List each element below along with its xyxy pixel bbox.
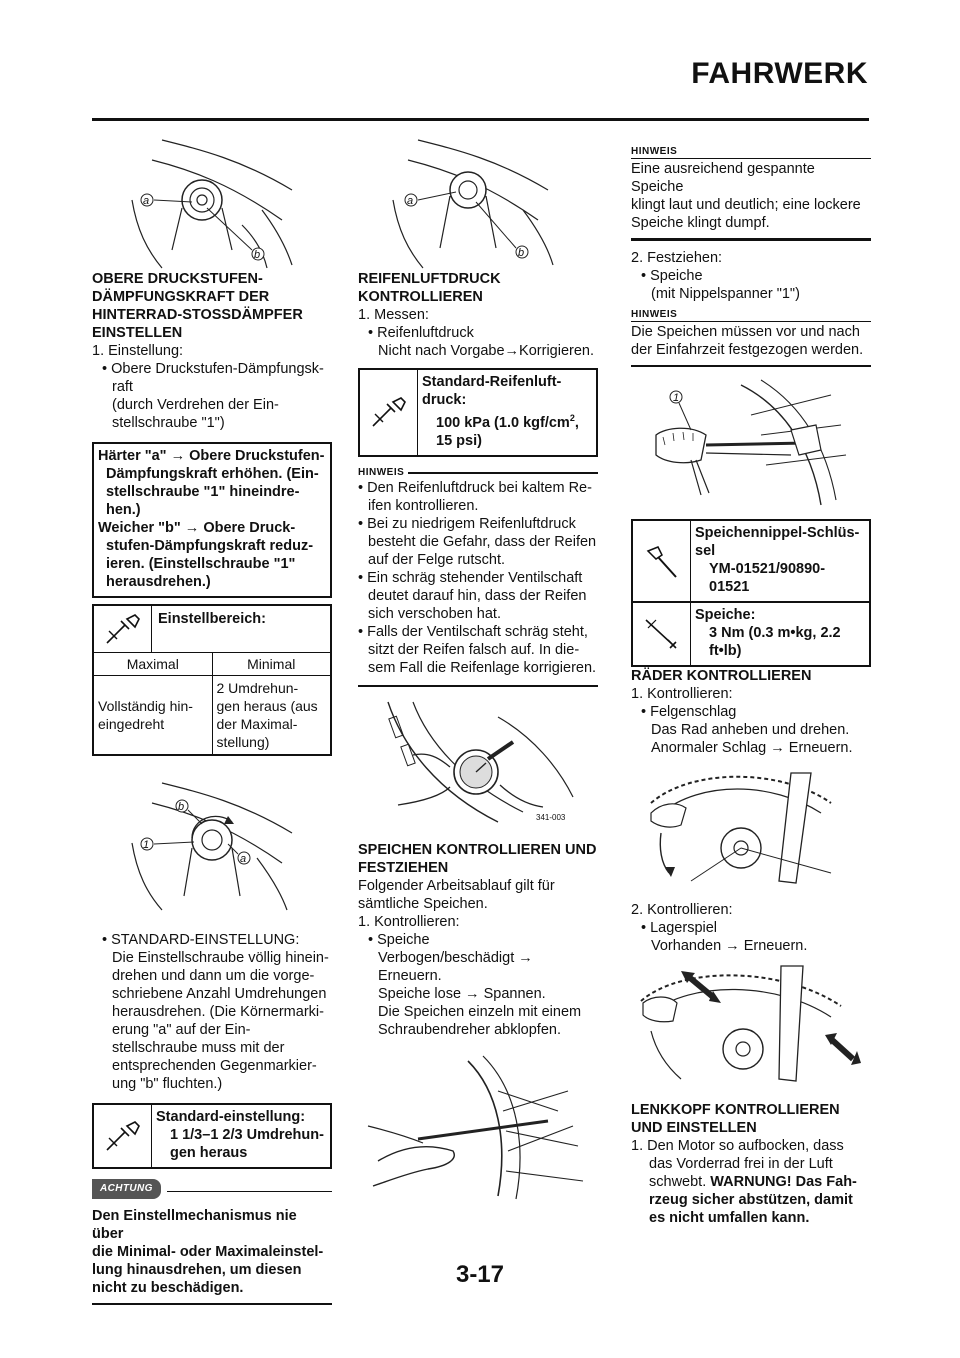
figure-code: 341-003: [536, 813, 566, 823]
step-2: 2. Kontrollieren:: [631, 902, 733, 918]
page-title: FAHRWERK: [691, 57, 868, 90]
section-heading-compression-damping: OBERE DRUCKSTUFEN- DÄMPFUNGSKRAFT DER HI…: [92, 271, 303, 341]
bullet-spoke-tighten: • Speiche (mit Nippelspanner "1"): [641, 267, 800, 302]
callout-a: a: [407, 195, 414, 207]
range-table: Maximal Minimal Vollständig hin- eingedr…: [94, 652, 330, 754]
wrench-icon: [94, 1104, 152, 1167]
step-1: 1. Einstellung:: [92, 343, 184, 359]
step-1: 1. Kontrollieren:: [631, 686, 733, 702]
callout-b: b: [518, 247, 525, 259]
range-min-value: 2 Umdrehun- gen heraus (aus der Maximal-…: [211, 675, 330, 754]
callout-b: b: [254, 249, 261, 261]
note-rule: [358, 684, 598, 688]
callout-b: b: [178, 800, 185, 813]
wheel-runout-figure: [631, 763, 871, 893]
callout-1: 1: [143, 838, 150, 851]
callout-1: 1: [673, 392, 680, 404]
note-header: HINWEIS: [631, 308, 678, 320]
shock-adjuster-figure-top: a b: [92, 130, 332, 270]
bullet-compression: • Obere Druckstufen-Dämpfungsk- raft (du…: [102, 361, 324, 431]
bearing-play-figure: [631, 961, 871, 1091]
bullet-standard-setting: • STANDARD-EINSTELLUNG: Die Einstellschr…: [102, 931, 329, 1092]
step-2: 2. Festziehen:: [631, 249, 723, 266]
note-item: • Bei zu niedrigem Reifenluftdruck beste…: [358, 515, 597, 568]
nipple-wrench-figure: 1: [631, 375, 871, 515]
tire-pressure-box: Standard-Reifenluft- druck: 100 kPa (1.0…: [358, 368, 598, 457]
column-1: a b OBERE DRUCKSTUFEN- DÄMPFUNGSKRAFT DE…: [92, 130, 332, 1305]
range-max-value: Vollständig hin- eingedreht: [94, 675, 212, 754]
section-heading-wheels: RÄDER KONTROLLIEREN: [631, 668, 812, 684]
caution-badge: ACHTUNG: [92, 1178, 161, 1199]
column-3: HINWEIS Eine ausreichend gespannte Speic…: [631, 146, 871, 1227]
adjustment-range-box: Einstellbereich: Maximal Minimal Vollstä…: [92, 604, 332, 756]
torque-wrench-icon: [633, 603, 691, 665]
tire-gauge-figure: 341-003: [358, 697, 598, 827]
shock-adjuster-figure-bottom: 1 a b: [92, 778, 332, 913]
note-header: HINWEIS: [631, 146, 678, 157]
step-1: 1. Messen:: [358, 307, 429, 323]
spokes-intro: Folgender Arbeitsablauf gilt für sämtlic…: [358, 878, 555, 913]
section-heading-spokes: SPEICHEN KONTROLLIEREN UND FESTZIEHEN: [358, 842, 597, 877]
valve-stem-figure: a b: [358, 130, 598, 270]
step-1-steering: 1. Den Motor so aufbocken, dass das Vord…: [631, 1138, 857, 1226]
bullet-spokes: • Speiche Verbogen/beschädigt → Erneuern…: [368, 932, 582, 1039]
note-item: • Den Reifenluftdruck bei kaltem Re- ife…: [358, 479, 592, 514]
range-title: Einstellbereich:: [158, 611, 266, 627]
wrench-icon: [94, 606, 152, 652]
section-heading-steering-head: LENKKOPF KONTROLLIEREN UND EINSTELLEN: [631, 1102, 840, 1136]
spec-table-tools: Speichennippel-Schlüs- sel YM-01521/9089…: [631, 519, 871, 667]
bullet-rim-runout: • Felgenschlag Das Rad anheben und drehe…: [641, 704, 853, 756]
spoke-tapping-figure: [358, 1051, 598, 1201]
section-heading-tire-pressure: REIFENLUFTDRUCK KONTROLLIEREN: [358, 271, 501, 305]
note-item: • Falls der Ventilschaft schräg steht, s…: [358, 623, 597, 676]
range-col-max: Maximal: [94, 652, 212, 676]
note-item: • Ein schräg stehender Ventilschaft deut…: [358, 569, 587, 622]
warning-inline: WARNUNG! Das Fah-: [710, 1174, 857, 1190]
note-tire-items: • Den Reifenluftdruck bei kaltem Re- ife…: [358, 479, 598, 677]
note-rule: [631, 364, 871, 367]
wrench-icon: [360, 370, 418, 455]
bullet-bearing-play: • Lagerspiel Vorhanden → Erneuern.: [641, 920, 808, 954]
step-1: 1. Kontrollieren:: [358, 914, 460, 931]
caution-header: ACHTUNG: [92, 1178, 332, 1199]
spoke-torque-box: Speiche: 3 Nm (0.3 m•kg, 2.2 ft•lb): [633, 603, 869, 665]
standard-setting-box: Standard-einstellung: 1 1/3–1 2/3 Umdreh…: [92, 1102, 332, 1169]
note-spoke-break-in: Die Speichen müssen vor und nach der Ein…: [631, 320, 871, 359]
page-number: 3-17: [455, 1261, 505, 1288]
note-rule: [631, 238, 871, 241]
caution-text: Den Einstellmechanismus nie über die Min…: [92, 1207, 324, 1296]
header-rule: [92, 118, 869, 121]
column-2: a b REIFENLUFTDRUCK KONTROLLIEREN 1. Mes…: [358, 130, 598, 1201]
bullet-tire-pressure: • Reifenluftdruck Nicht nach Vorgabe→Kor…: [368, 325, 595, 359]
tool-box: Speichennippel-Schlüs- sel YM-01521/9089…: [633, 521, 869, 603]
caution-rule: [92, 1302, 332, 1305]
callout-a: a: [240, 852, 247, 865]
note-spoke-sound: Eine ausreichend gespannte Speiche kling…: [631, 158, 871, 232]
note-header: HINWEIS: [358, 467, 598, 479]
callout-a: a: [143, 195, 150, 207]
range-col-min: Minimal: [211, 652, 330, 676]
harder-softer-box: Härter "a" → Obere Druckstufen- Dämpfung…: [92, 442, 332, 598]
nipple-wrench-icon: [633, 521, 691, 601]
